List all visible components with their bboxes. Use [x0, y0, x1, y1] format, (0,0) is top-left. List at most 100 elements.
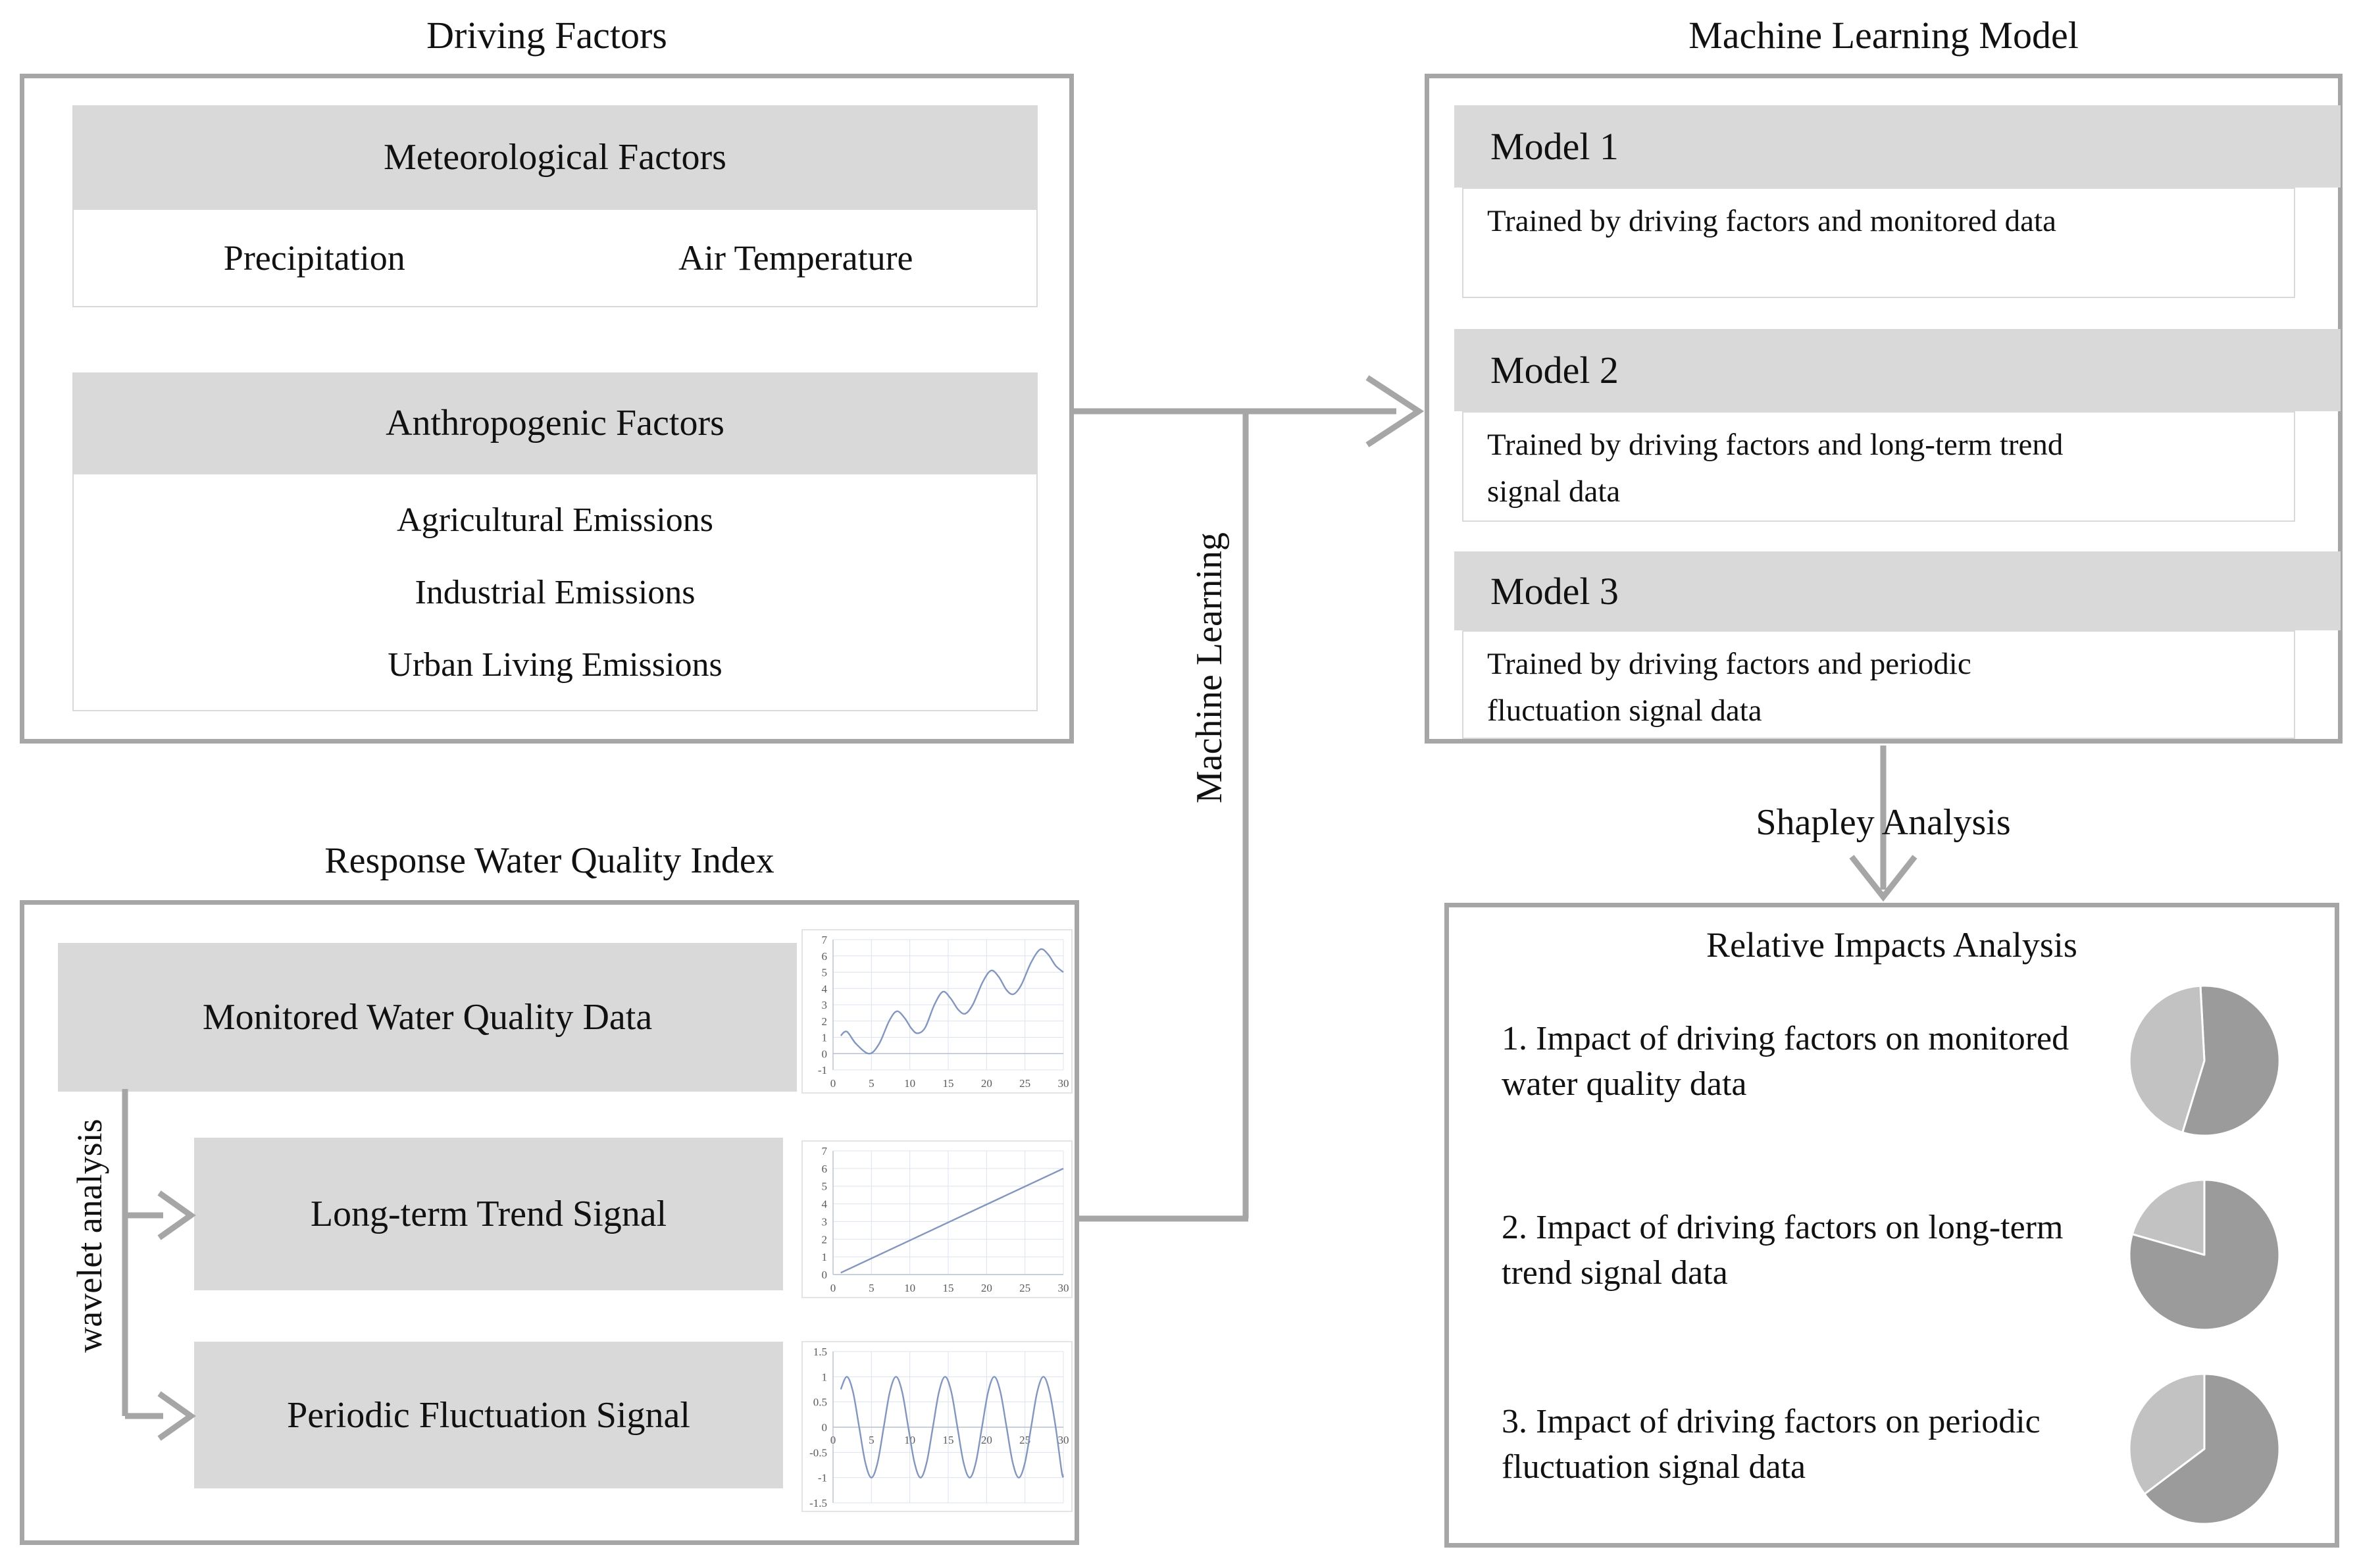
item-urban-living-emissions: Urban Living Emissions — [388, 645, 723, 684]
svg-text:4: 4 — [822, 1198, 828, 1211]
svg-text:30: 30 — [1058, 1077, 1069, 1090]
svg-text:0: 0 — [822, 1421, 828, 1434]
model-2-header-bar: Model 2 — [1454, 329, 2341, 411]
svg-text:10: 10 — [904, 1282, 915, 1294]
machine-learning-label: Machine Learning — [1189, 532, 1230, 804]
svg-text:20: 20 — [981, 1434, 992, 1446]
signal-trend-label: Long-term Trend Signal — [310, 1194, 667, 1234]
svg-text:2: 2 — [822, 1233, 828, 1246]
ml-model-title: Machine Learning Model — [1688, 14, 2079, 57]
svg-text:4: 4 — [822, 982, 828, 995]
item-industrial-emissions: Industrial Emissions — [415, 573, 696, 611]
svg-text:7: 7 — [822, 1145, 828, 1157]
meteorological-header: Meteorological Factors — [384, 136, 726, 178]
svg-text:0: 0 — [822, 1048, 828, 1060]
svg-text:30: 30 — [1058, 1434, 1069, 1446]
model-3-name: Model 3 — [1490, 569, 1619, 613]
svg-text:30: 30 — [1058, 1282, 1069, 1294]
item-agricultural-emissions: Agricultural Emissions — [397, 501, 713, 539]
svg-text:-1.5: -1.5 — [809, 1497, 827, 1509]
signal-periodic-bar: Periodic Fluctuation Signal — [194, 1342, 783, 1488]
model-2-name: Model 2 — [1490, 349, 1619, 392]
signal-monitored-label: Monitored Water Quality Data — [202, 997, 653, 1038]
svg-text:-1: -1 — [818, 1064, 827, 1076]
svg-text:0.5: 0.5 — [813, 1396, 827, 1409]
pie-chart-3-svg — [2128, 1373, 2281, 1525]
svg-text:3: 3 — [822, 1215, 828, 1228]
item-air-temperature: Air Temperature — [678, 238, 913, 278]
relative-impacts-title: Relative Impacts Analysis — [1706, 925, 2077, 965]
driving-factors-title: Driving Factors — [426, 14, 667, 57]
svg-text:5: 5 — [869, 1077, 875, 1090]
svg-text:5: 5 — [822, 967, 828, 979]
impact-item-1: 1. Impact of driving factors on monitore… — [1502, 1020, 2069, 1103]
response-wqi-title: Response Water Quality Index — [324, 840, 774, 881]
svg-text:15: 15 — [943, 1077, 954, 1090]
svg-text:5: 5 — [822, 1180, 828, 1193]
model-2-body: Trained by driving factors and long-term… — [1462, 411, 2295, 522]
svg-text:1: 1 — [822, 1251, 828, 1263]
model-1-header-bar: Model 1 — [1454, 105, 2341, 188]
anthropogenic-items-panel: Agricultural Emissions Industrial Emissi… — [72, 473, 1038, 711]
shapley-analysis-label: Shapley Analysis — [1756, 802, 2011, 843]
item-precipitation: Precipitation — [223, 238, 405, 278]
relative-impacts-box: Relative Impacts Analysis 1. Impact of d… — [1444, 903, 2339, 1548]
svg-text:-1: -1 — [818, 1472, 827, 1484]
driving-factors-box: Meteorological Factors Precipitation Air… — [20, 74, 1074, 744]
response-wqi-box: Monitored Water Quality Data Long-term T… — [20, 900, 1079, 1545]
wavelet-analysis-label: wavelet analysis — [70, 1119, 109, 1353]
svg-text:25: 25 — [1019, 1282, 1030, 1294]
svg-text:6: 6 — [822, 950, 828, 963]
impact-item-3: 3. Impact of driving factors on periodic… — [1502, 1403, 2041, 1486]
model-1-body: Trained by driving factors and monitored… — [1462, 188, 2295, 298]
model-2-description: Trained by driving factors and long-term… — [1487, 428, 2064, 509]
signal-periodic-label: Periodic Fluctuation Signal — [287, 1394, 690, 1436]
model-1-description: Trained by driving factors and monitored… — [1487, 204, 2056, 238]
pie-chart-2-svg — [2128, 1178, 2281, 1331]
svg-text:25: 25 — [1019, 1077, 1030, 1090]
meteorological-items-row: Precipitation Air Temperature — [72, 209, 1038, 307]
meteorological-header-bar: Meteorological Factors — [72, 105, 1038, 209]
pie-chart-2 — [2125, 1176, 2283, 1334]
svg-text:15: 15 — [943, 1434, 954, 1446]
svg-text:20: 20 — [981, 1077, 992, 1090]
model-3-header-bar: Model 3 — [1454, 551, 2341, 630]
ml-model-box: Model 1 Trained by driving factors and m… — [1425, 74, 2343, 744]
anthropogenic-header-bar: Anthropogenic Factors — [72, 372, 1038, 473]
svg-text:10: 10 — [904, 1077, 915, 1090]
signal-monitored-bar: Monitored Water Quality Data — [58, 943, 797, 1092]
svg-text:0: 0 — [830, 1077, 836, 1090]
svg-text:1: 1 — [822, 1371, 828, 1383]
pie-chart-1-svg — [2128, 984, 2281, 1137]
svg-text:7: 7 — [822, 934, 828, 946]
model-1-name: Model 1 — [1490, 125, 1619, 168]
svg-text:0: 0 — [830, 1282, 836, 1294]
anthropogenic-header: Anthropogenic Factors — [386, 402, 724, 443]
pie-chart-1 — [2125, 982, 2283, 1140]
model-3-body: Trained by driving factors and periodic … — [1462, 630, 2295, 739]
svg-text:1.5: 1.5 — [813, 1346, 827, 1358]
svg-text:1: 1 — [822, 1032, 828, 1044]
svg-text:5: 5 — [869, 1282, 875, 1294]
model-3-description: Trained by driving factors and periodic … — [1487, 647, 1971, 728]
svg-text:5: 5 — [869, 1434, 875, 1446]
svg-text:3: 3 — [822, 999, 828, 1011]
svg-text:2: 2 — [822, 1015, 828, 1028]
signal-trend-bar: Long-term Trend Signal — [194, 1138, 783, 1290]
svg-text:6: 6 — [822, 1163, 828, 1175]
pie-chart-3 — [2125, 1370, 2283, 1528]
shapley-arrowhead-icon — [1849, 855, 1917, 902]
impact-item-2: 2. Impact of driving factors on long-ter… — [1502, 1209, 2064, 1292]
svg-text:0: 0 — [830, 1434, 836, 1446]
svg-text:20: 20 — [981, 1282, 992, 1294]
df-to-ml-arrowhead-icon — [1365, 375, 1425, 447]
svg-text:15: 15 — [943, 1282, 954, 1294]
svg-text:-0.5: -0.5 — [809, 1446, 827, 1459]
